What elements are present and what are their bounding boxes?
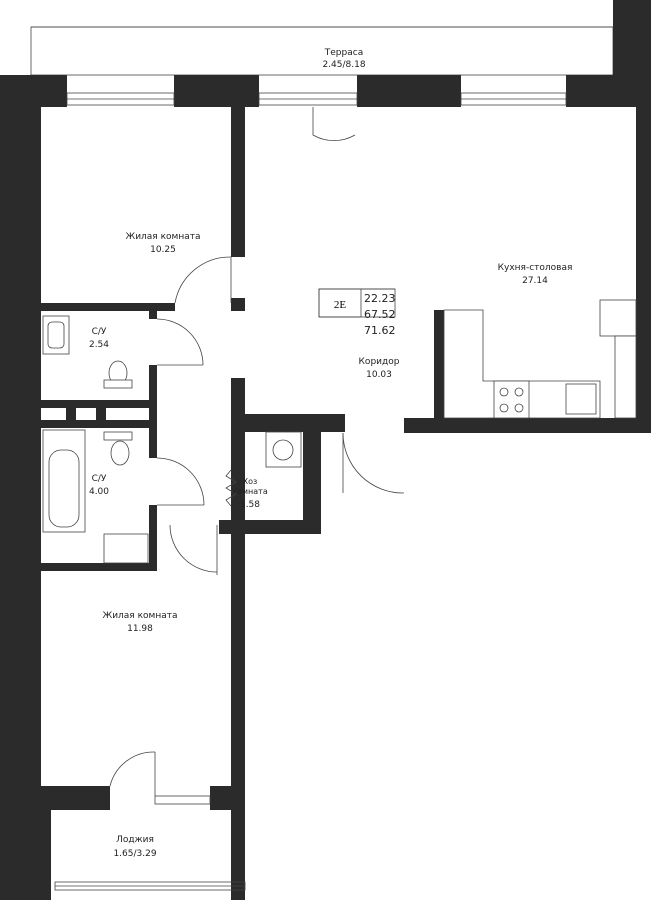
- living2-area: 11.98: [127, 624, 153, 634]
- area-badge: 2E 22.23 67.52 71.62: [318, 288, 396, 337]
- storage-area: 1.58: [240, 500, 260, 510]
- living1-name: Жилая комната: [126, 232, 201, 242]
- living-area: 22.23: [364, 292, 396, 305]
- total-area: 67.52: [364, 308, 396, 321]
- apartment-type: 2E: [334, 299, 347, 311]
- sink-icon: [565, 383, 597, 415]
- living1-area: 10.25: [150, 245, 176, 255]
- room-labels: Терраса 2.45/8.18 Жилая комната 10.25 Ку…: [89, 48, 572, 859]
- loggia-area: 1.65/3.29: [113, 849, 156, 859]
- doors: [109, 107, 405, 796]
- living2-name: Жилая комната: [103, 611, 178, 621]
- corridor-area: 10.03: [366, 370, 392, 380]
- bath1-name: С/У: [92, 327, 107, 337]
- kitchen-area: 27.14: [522, 276, 548, 286]
- loggia-name: Лоджия: [116, 835, 154, 845]
- cooktop-icon: [599, 299, 637, 337]
- sink-icon: [103, 533, 149, 564]
- bath2-area: 4.00: [89, 487, 109, 497]
- toilet-icon: [110, 440, 130, 466]
- storage-name-line2: комната: [232, 487, 268, 496]
- windows: [54, 92, 567, 891]
- total-area-with-balcony: 71.62: [364, 324, 396, 337]
- fixtures: [42, 299, 637, 564]
- bath1-area: 2.54: [89, 340, 109, 350]
- storage-name-line1: Хоз: [243, 477, 258, 486]
- corridor-name: Коридор: [359, 357, 400, 367]
- terrace-name: Терраса: [324, 48, 363, 58]
- terrace-area: 2.45/8.18: [322, 60, 365, 70]
- bath2-name: С/У: [92, 474, 107, 484]
- kitchen-name: Кухня-столовая: [498, 263, 573, 273]
- stove-icon: [493, 380, 530, 419]
